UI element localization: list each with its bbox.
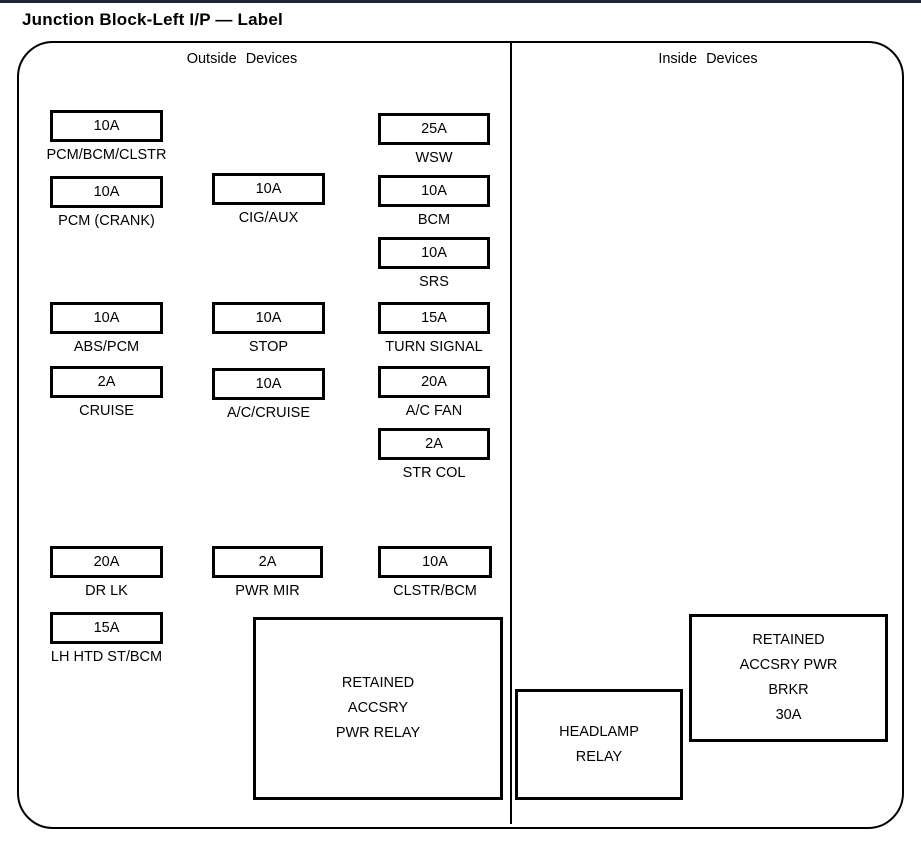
fuse-amp: 10A <box>212 173 325 205</box>
fuse-amp: 2A <box>212 546 323 578</box>
fuse-label: CLSTR/BCM <box>393 583 477 599</box>
relay-text-line: BRKR <box>768 682 809 698</box>
fuse-amp: 15A <box>50 612 163 644</box>
fuse-amp: 10A <box>212 302 325 334</box>
fuse-wsw: 25A WSW <box>378 113 490 166</box>
fuse-amp: 10A <box>378 546 492 578</box>
fuse-pwr-mir: 2A PWR MIR <box>212 546 323 599</box>
fuse-label: ABS/PCM <box>73 339 140 355</box>
fuse-amp: 2A <box>50 366 163 398</box>
headlamp-relay-box: HEADLAMP RELAY <box>515 689 683 800</box>
fuse-label: BCM <box>417 212 451 228</box>
fuse-amp: 10A <box>378 175 490 207</box>
top-accent-bar <box>0 0 921 3</box>
fuse-cruise: 2A CRUISE <box>50 366 163 419</box>
relay-text-line: HEADLAMP <box>559 723 639 740</box>
fuse-label: A/C/CRUISE <box>227 405 310 421</box>
fuse-label: PCM/BCM/CLSTR <box>46 147 167 163</box>
retained-accsry-pwr-relay-box: RETAINED ACCSRY PWR RELAY <box>253 617 503 800</box>
fuse-label: PCM (CRANK) <box>58 213 155 229</box>
fuse-amp: 2A <box>378 428 490 460</box>
page-title: Junction Block-Left I/P — Label <box>22 10 283 29</box>
fuse-label: STR COL <box>402 465 466 481</box>
relay-text-line: RETAINED <box>752 632 825 648</box>
fuse-dr-lk: 20A DR LK <box>50 546 163 599</box>
relay-text-line: ACCSRY <box>347 700 409 716</box>
fuse-amp: 20A <box>50 546 163 578</box>
fuse-label: PWR MIR <box>235 583 300 599</box>
fuse-lh-htd-st-bcm: 15A LH HTD ST/BCM <box>50 612 163 665</box>
relay-text-line: RETAINED <box>341 675 415 691</box>
fuse-label: SRS <box>419 274 449 290</box>
fuse-label: LH HTD ST/BCM <box>50 649 163 665</box>
fuse-amp: 25A <box>378 113 490 145</box>
fuse-amp: 10A <box>378 237 490 269</box>
fuse-amp: 15A <box>378 302 490 334</box>
fuse-stop: 10A STOP <box>212 302 325 355</box>
fuse-amp: 10A <box>50 302 163 334</box>
fuse-turn-signal: 15A TURN SIGNAL <box>378 302 490 355</box>
fuse-label: TURN SIGNAL <box>385 339 483 355</box>
panel-divider-line <box>510 42 512 824</box>
fuse-amp: 10A <box>50 176 163 208</box>
fuse-amp: 10A <box>212 368 325 400</box>
fuse-label: STOP <box>248 339 289 355</box>
fuse-bcm: 10A BCM <box>378 175 490 228</box>
fuse-str-col: 2A STR COL <box>378 428 490 481</box>
fuse-label: A/C FAN <box>405 403 463 419</box>
fuse-pcm-bcm-clstr: 10A PCM/BCM/CLSTR <box>46 110 167 163</box>
fuse-label: CRUISE <box>79 403 134 419</box>
relay-text-line: ACCSRY PWR <box>739 657 838 673</box>
fuse-pcm-crank: 10A PCM (CRANK) <box>50 176 163 229</box>
fuse-label: DR LK <box>85 583 128 599</box>
retained-accsry-pwr-brkr-box: RETAINED ACCSRY PWR BRKR 30A <box>689 614 888 742</box>
section-label-inside-devices: Inside Devices <box>658 51 758 67</box>
fuse-label: WSW <box>415 150 453 166</box>
fuse-ac-cruise: 10A A/C/CRUISE <box>212 368 325 421</box>
fuse-srs: 10A SRS <box>378 237 490 290</box>
fuse-clstr-bcm: 10A CLSTR/BCM <box>378 546 492 599</box>
fuse-label: CIG/AUX <box>238 210 299 226</box>
fuse-abs-pcm: 10A ABS/PCM <box>50 302 163 355</box>
fuse-amp: 10A <box>50 110 163 142</box>
fuse-cig-aux: 10A CIG/AUX <box>212 173 325 226</box>
relay-text-line: PWR RELAY <box>335 725 421 741</box>
fuse-amp: 20A <box>378 366 490 398</box>
fuse-ac-fan: 20A A/C FAN <box>378 366 490 419</box>
relay-text-line: RELAY <box>575 748 623 765</box>
relay-text-line: 30A <box>775 707 802 723</box>
section-label-outside-devices: Outside Devices <box>186 51 298 67</box>
